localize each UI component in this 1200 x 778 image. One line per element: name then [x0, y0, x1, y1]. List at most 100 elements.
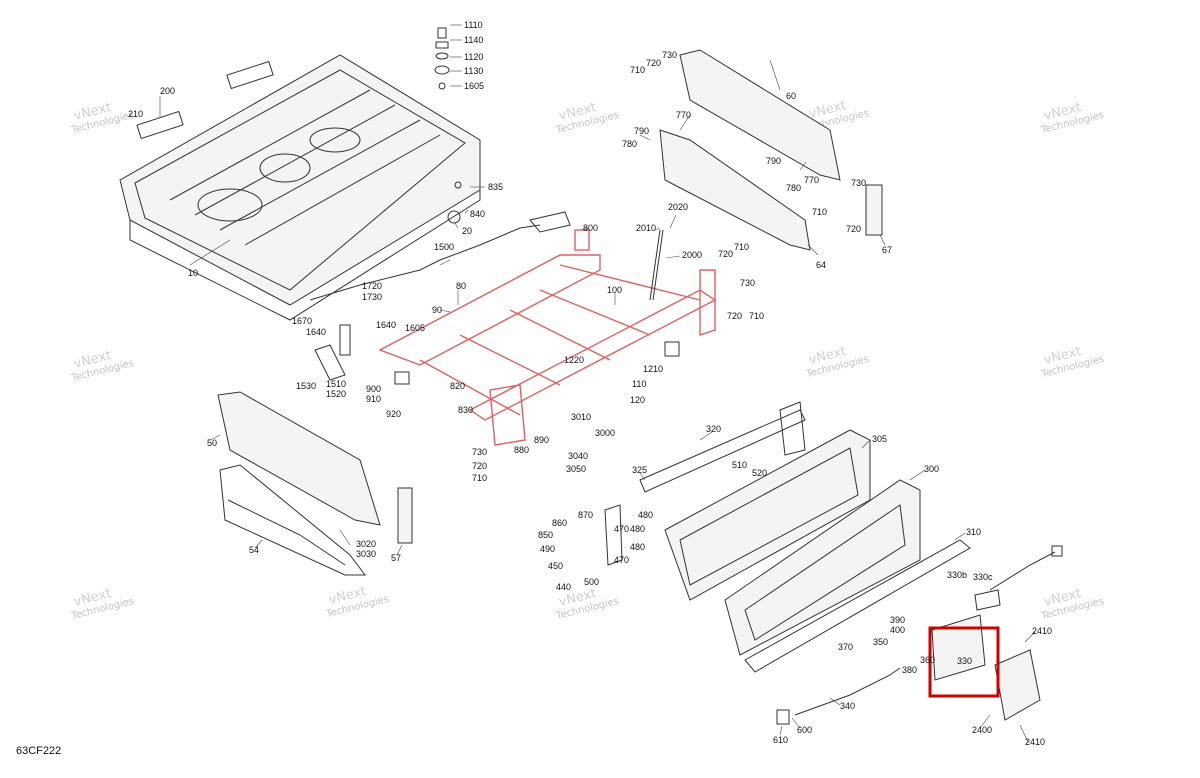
callout-label: 790: [634, 126, 649, 136]
callout-label: 710: [812, 207, 827, 217]
callout-label: 1640: [306, 327, 326, 337]
callout-label: 320: [706, 424, 721, 434]
callout-label: 1520: [326, 389, 346, 399]
tailgate-handle: [776, 545, 1063, 725]
callout-label: 110: [632, 379, 646, 389]
callout-label: 80: [456, 281, 466, 291]
callout-label: 54: [249, 545, 259, 555]
hardware-stack: [434, 27, 462, 224]
callout-label: 720: [718, 249, 733, 259]
callout-label: 720: [646, 58, 661, 68]
callout-label: 3040: [568, 451, 588, 461]
callout-label: 1670: [292, 316, 312, 326]
callout-label: 910: [366, 394, 381, 404]
callout-label: 380: [902, 665, 917, 675]
callout-label: 520: [752, 468, 767, 478]
support-strut: [649, 229, 664, 301]
cargo-frame: [378, 229, 717, 446]
callout-label: 730: [472, 447, 487, 457]
callout-label: 800: [583, 223, 598, 233]
callout-label: 90: [432, 305, 442, 315]
callout-label: 200: [160, 86, 175, 96]
callout-label: 310: [966, 527, 981, 537]
callout-label: 1220: [564, 355, 584, 365]
left-side-panel: [217, 391, 413, 576]
callout-label: 710: [749, 311, 764, 321]
callout-label: 610: [773, 735, 788, 745]
callout-label: 3020: [356, 539, 376, 549]
callout-label: 870: [578, 510, 593, 520]
callout-label: 790: [766, 156, 781, 166]
callout-label: 710: [734, 242, 749, 252]
callout-label: 400: [890, 625, 905, 635]
callout-label: 470: [614, 555, 629, 565]
callout-label: 820: [450, 381, 465, 391]
cargo-box: [119, 54, 481, 321]
right-side-panel: [659, 49, 883, 251]
callout-label: 210: [128, 109, 143, 119]
callout-label: 10: [188, 268, 198, 278]
callout-label: 600: [797, 725, 812, 735]
callout-label: 1605: [405, 323, 425, 333]
callout-label: 1140: [464, 35, 483, 45]
callout-label: 500: [584, 577, 599, 587]
callout-label: 470: [614, 524, 629, 534]
callout-label: 2400: [972, 725, 992, 735]
callout-label: 730: [740, 278, 755, 288]
callout-label: 900: [366, 384, 381, 394]
callout-label: 730: [662, 50, 677, 60]
callout-label: 1720: [362, 281, 382, 291]
callout-label: 350: [873, 637, 888, 647]
callout-label: 770: [804, 175, 819, 185]
tailgate-assembly: [604, 401, 971, 673]
callout-label: 780: [786, 183, 801, 193]
callout-label: 330b: [947, 570, 967, 580]
callout-label: 860: [552, 518, 567, 528]
callout-label: 840: [470, 209, 485, 219]
callout-labels: 1110 1140 1120 1130 1605 200 210 835 840…: [128, 20, 1052, 747]
callout-label: 2410: [1025, 737, 1045, 747]
callout-label: 1530: [296, 381, 316, 391]
callout-label: 305: [872, 434, 887, 444]
callout-label: 1110: [464, 20, 483, 30]
callout-label: 835: [488, 182, 503, 192]
callout-label: 720: [846, 224, 861, 234]
highlight-box: [928, 626, 1000, 698]
callout-label: 920: [386, 409, 401, 419]
callout-label: 1130: [464, 66, 483, 76]
callout-label: 360: [920, 655, 935, 665]
callout-label: 2020: [668, 202, 688, 212]
callout-label: 1120: [464, 52, 483, 62]
callout-label: 3050: [566, 464, 586, 474]
callout-label: 370: [838, 642, 853, 652]
callout-label: 330c: [973, 572, 993, 582]
callout-label: 330: [957, 656, 972, 666]
callout-label: 390: [890, 615, 905, 625]
leader-lines: [159, 24, 1036, 743]
callout-label: 2000: [682, 250, 702, 260]
callout-label: 120: [630, 395, 645, 405]
callout-label: 1605: [464, 81, 484, 91]
callout-label: 1640: [376, 320, 396, 330]
callout-label: 1730: [362, 292, 382, 302]
callout-label: 770: [676, 110, 691, 120]
callout-label: 710: [630, 65, 645, 75]
callout-label: 1500: [434, 242, 454, 252]
callout-label: 60: [786, 91, 796, 101]
callout-label: 510: [732, 460, 747, 470]
callout-label: 2010: [636, 223, 656, 233]
cable-rod: [309, 211, 571, 301]
callout-label: 890: [534, 435, 549, 445]
callout-label: 57: [391, 553, 401, 563]
callout-label: 830: [458, 405, 473, 415]
callout-label: 325: [632, 465, 647, 475]
callout-label: 300: [924, 464, 939, 474]
callout-label: 100: [607, 285, 622, 295]
callout-label: 2410: [1032, 626, 1052, 636]
callout-label: 1510: [326, 379, 346, 389]
callout-label: 340: [840, 701, 855, 711]
callout-label: 3000: [595, 428, 615, 438]
callout-label: 480: [630, 524, 645, 534]
